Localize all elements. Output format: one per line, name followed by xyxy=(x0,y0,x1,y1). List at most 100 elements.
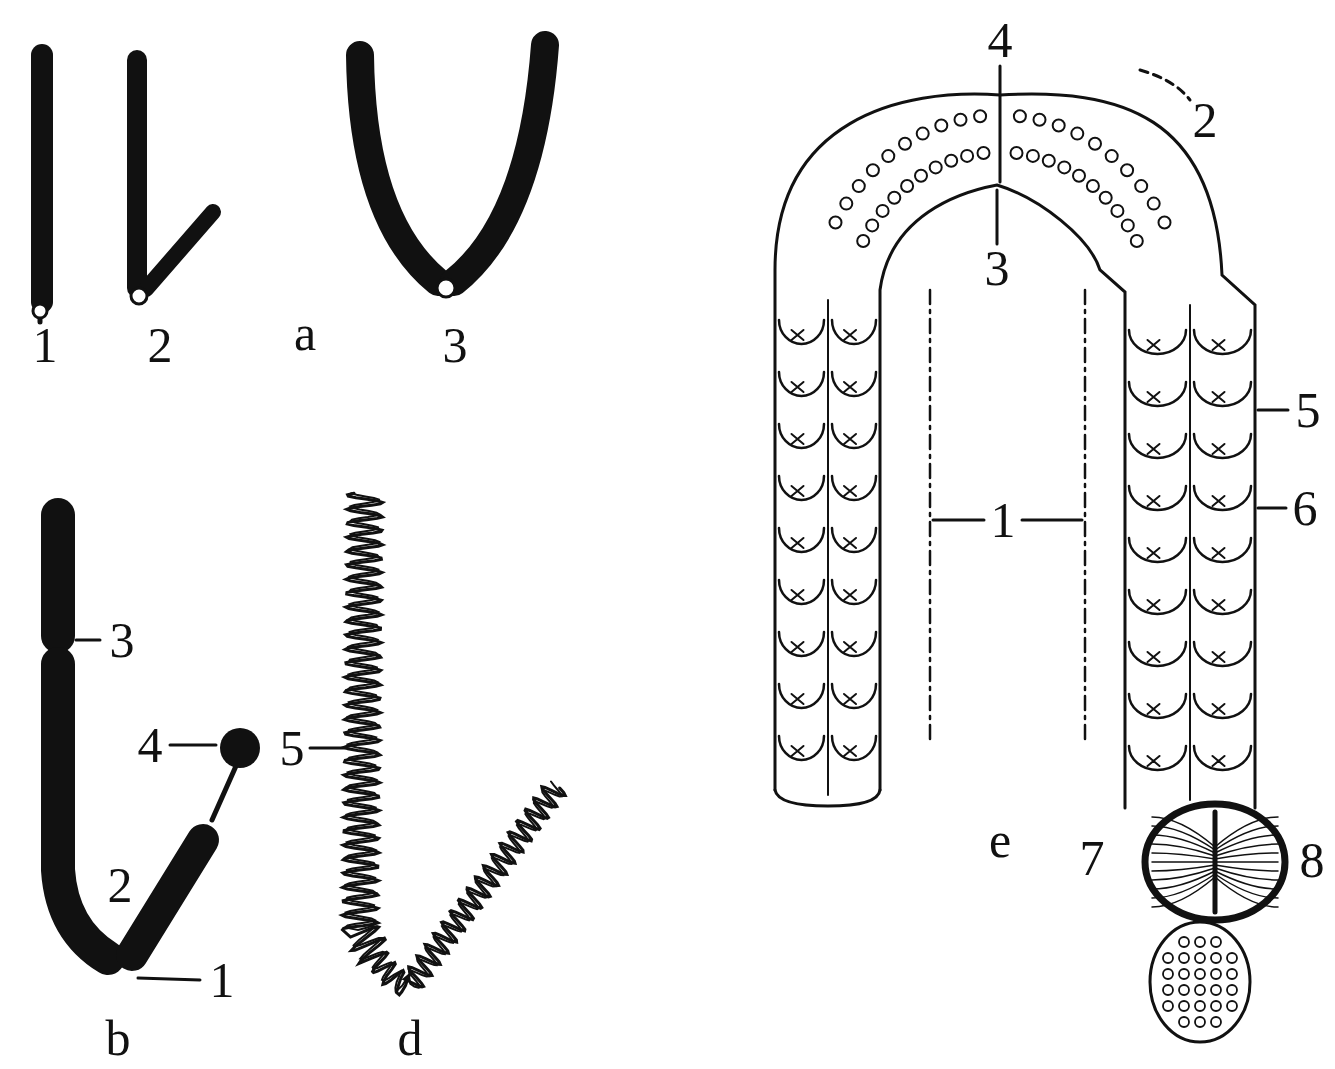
chromatin-loop xyxy=(779,424,824,448)
granule xyxy=(1211,937,1221,947)
chromomere xyxy=(901,180,913,192)
chromatin-loop xyxy=(1129,486,1186,510)
chromomere xyxy=(961,150,973,162)
chromatin-loop xyxy=(844,642,856,652)
chromatin-loop xyxy=(1129,642,1186,666)
chromatin-loop xyxy=(1213,756,1225,766)
granule xyxy=(1211,1017,1221,1027)
disc-striation xyxy=(1215,877,1278,907)
centromere xyxy=(33,304,47,318)
disc-striation xyxy=(1152,877,1215,907)
chromatin-loop xyxy=(1129,590,1186,614)
chromatin-loop xyxy=(1148,548,1160,558)
callout-number: 2 xyxy=(108,860,133,910)
terminal-knob xyxy=(1150,922,1250,1042)
chromatin-loop xyxy=(1213,496,1225,506)
chromosome-arm xyxy=(146,212,213,289)
granule xyxy=(1211,969,1221,979)
granule xyxy=(1179,1001,1189,1011)
granule xyxy=(1195,937,1205,947)
chromatin-loop xyxy=(844,746,856,756)
chromatin-loop xyxy=(792,694,804,704)
chromatin-loop xyxy=(1194,590,1251,614)
chromatin-loop xyxy=(844,486,856,496)
chromomere xyxy=(1071,128,1083,140)
chromomere xyxy=(1148,198,1160,210)
granule xyxy=(1211,985,1221,995)
centromere xyxy=(131,288,147,304)
satellite-stalk xyxy=(212,766,236,820)
chromatin-loop xyxy=(1194,330,1251,354)
granule xyxy=(1211,953,1221,963)
callout-number: 6 xyxy=(1293,483,1318,533)
chromatin-loop xyxy=(1194,434,1251,458)
granule xyxy=(1227,1001,1237,1011)
granule xyxy=(1227,969,1237,979)
granule xyxy=(1195,953,1205,963)
chromatin-loop xyxy=(792,434,804,444)
chromatin-loop xyxy=(779,580,824,604)
chromosome-arm xyxy=(41,515,75,636)
chromomere xyxy=(857,235,869,247)
chromatin-loop xyxy=(792,642,804,652)
chromatin-loop xyxy=(779,476,824,500)
chromatin-loop xyxy=(832,528,876,552)
granule xyxy=(1195,969,1205,979)
chromatin-loop xyxy=(1148,392,1160,402)
chromomere xyxy=(1111,205,1123,217)
leader-line xyxy=(933,519,984,522)
chromomere xyxy=(1014,110,1026,122)
chromomere xyxy=(1122,219,1134,231)
disc-striation xyxy=(1215,853,1278,859)
chromomere xyxy=(866,219,878,231)
leader-line xyxy=(1258,409,1288,412)
granule xyxy=(1195,1001,1205,1011)
chromomere xyxy=(935,120,947,132)
disc-striation xyxy=(1152,861,1215,863)
chromatin-loop xyxy=(844,590,856,600)
satellite xyxy=(220,728,260,768)
chromatin-loop xyxy=(832,580,876,604)
callout-number: 2 xyxy=(148,320,173,370)
granule xyxy=(1163,1001,1173,1011)
chromomere xyxy=(1135,180,1147,192)
chromomere xyxy=(1087,180,1099,192)
chromosome-outline xyxy=(775,94,1255,808)
chromosome-arm xyxy=(58,664,108,958)
granule xyxy=(1179,953,1189,963)
chromatin-loop xyxy=(1213,444,1225,454)
chromatin-loop xyxy=(792,382,804,392)
chromomere xyxy=(1159,217,1171,229)
chromatin-loop xyxy=(1129,746,1186,770)
chromatin-loop xyxy=(1148,756,1160,766)
disc-striation xyxy=(1215,861,1278,863)
chromatid-border xyxy=(1189,305,1191,800)
disc-striation xyxy=(1215,865,1278,871)
disc-striation xyxy=(1215,868,1278,880)
chromatin-loop xyxy=(832,476,876,500)
chromosome-arm xyxy=(127,60,147,288)
chromatin-loop xyxy=(1194,746,1251,770)
chromatin-loop xyxy=(832,372,876,396)
centromere xyxy=(437,279,455,297)
granule xyxy=(1179,985,1189,995)
chromomere xyxy=(1089,138,1101,150)
chromatin-loop xyxy=(1148,444,1160,454)
leader-line xyxy=(996,190,999,244)
chromosome-outline xyxy=(880,185,1125,808)
coiled-chromatid xyxy=(346,493,562,990)
chromatin-loop xyxy=(1213,392,1225,402)
callout-number: 7 xyxy=(1080,833,1105,883)
chromomere xyxy=(974,110,986,122)
chromatin-loop xyxy=(1129,434,1186,458)
chromatin-loop xyxy=(1129,694,1186,718)
leader-line xyxy=(138,978,200,980)
chromatin-loop xyxy=(779,372,824,396)
chromatin-loop xyxy=(844,694,856,704)
panel-letter: b xyxy=(106,1013,131,1063)
centromere-disc xyxy=(1145,804,1285,920)
chromomere xyxy=(945,155,957,167)
chromomere xyxy=(882,150,894,162)
granule xyxy=(1179,1017,1189,1027)
